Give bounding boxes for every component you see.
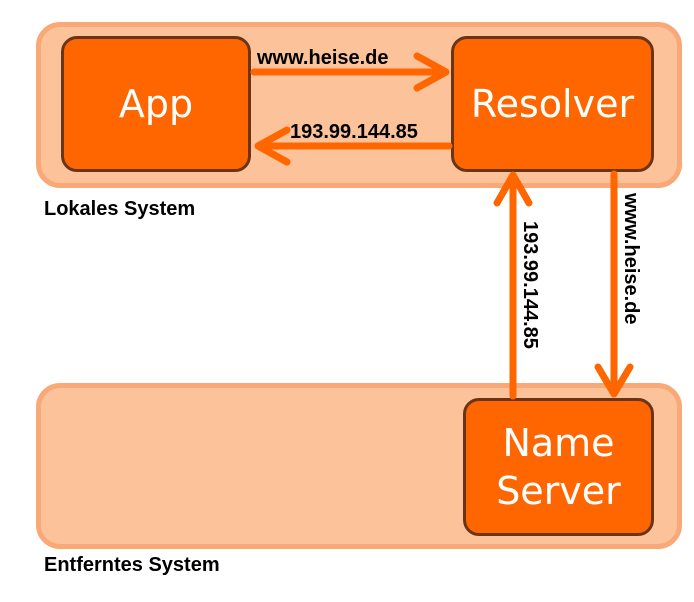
label-app-to-resolver: www.heise.de [256,47,389,69]
label-resolver-to-nameserver: www.heise.de [620,192,642,325]
app-box: App [61,36,251,172]
name-server-label-line1: Name [502,421,615,465]
name-server-box: Name Server [463,398,654,536]
label-nameserver-to-resolver: 193.99.144.85 [519,221,541,349]
arrow-app-to-resolver [250,52,450,92]
name-server-label-line2: Server [496,469,621,513]
arrow-resolver-to-nameserver [594,170,634,398]
resolver-label: Resolver [470,82,635,126]
arrow-nameserver-to-resolver [493,171,533,400]
local-system-label: Lokales System [44,198,196,220]
remote-system-label: Entferntes System [44,554,220,576]
app-label: App [118,82,194,126]
arrow-resolver-to-app [254,126,453,166]
label-resolver-to-app: 193.99.144.85 [290,121,418,143]
resolver-box: Resolver [451,36,654,172]
